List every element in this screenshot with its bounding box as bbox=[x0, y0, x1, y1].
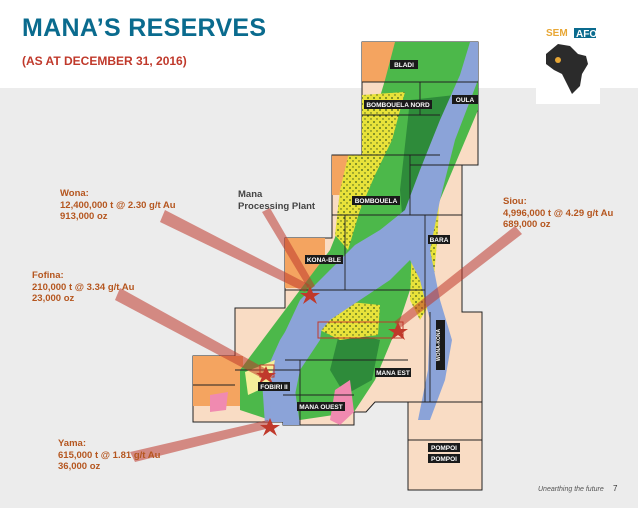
callout-wona-tonnage: 12,400,000 t @ 2.30 g/t Au bbox=[60, 199, 176, 211]
africa-map-icon bbox=[546, 44, 588, 94]
yama-deposit-marker bbox=[260, 418, 280, 436]
callout-siou-name: Siou: bbox=[503, 196, 527, 207]
logo-text-sem: SEM bbox=[546, 28, 568, 39]
callout-wona: Wona: 12,400,000 t @ 2.30 g/t Au 913,000… bbox=[60, 188, 176, 223]
callout-yama: Yama: 615,000 t @ 1.81 g/t Au 36,000 oz bbox=[58, 438, 160, 473]
semafo-logo: SEM AFO bbox=[536, 14, 600, 104]
logo-text-afo: AFO bbox=[576, 29, 597, 40]
permit-label-pompoi-2: POMPOI bbox=[431, 456, 457, 463]
callout-yama-ounces: 36,000 oz bbox=[58, 461, 101, 472]
page-number: 7 bbox=[613, 484, 618, 493]
callout-fofina-tonnage: 210,000 t @ 3.34 g/t Au bbox=[32, 281, 135, 293]
fofina-deposit-marker bbox=[256, 366, 276, 384]
callout-siou-ounces: 689,000 oz bbox=[503, 219, 551, 230]
dark-green-unit-south bbox=[330, 330, 380, 395]
permit-label-bombouela-nord: BOMBOUELA NORD bbox=[366, 102, 430, 109]
siou-arrow bbox=[394, 226, 522, 328]
deposit-markers bbox=[256, 286, 408, 436]
callout-fofina: Fofina: 210,000 t @ 3.34 g/t Au 23,000 o… bbox=[32, 270, 134, 305]
callout-yama-name: Yama: bbox=[58, 438, 86, 449]
volcanic-dotted-unit bbox=[335, 92, 405, 250]
plant-label-line2: Processing Plant bbox=[238, 200, 316, 212]
permit-label-pompoi-1: POMPOI bbox=[431, 445, 457, 452]
siou-deposit-marker bbox=[388, 322, 408, 340]
callout-wona-name: Wona: bbox=[60, 188, 89, 199]
callout-wona-ounces: 913,000 oz bbox=[60, 211, 108, 222]
plant-label: Mana Processing Plant bbox=[238, 189, 315, 212]
plant-label-line1: Mana bbox=[238, 189, 263, 200]
callout-fofina-ounces: 23,000 oz bbox=[32, 293, 75, 304]
permit-label-kona-ble: KONA-BLE bbox=[307, 257, 342, 264]
wona-arrow bbox=[160, 210, 310, 292]
plant-arrow bbox=[262, 208, 315, 290]
permit-label-fobiri: FOBIRI II bbox=[260, 384, 288, 391]
permit-label-mana-est: MANA EST bbox=[376, 370, 410, 377]
callout-siou: Siou: 4,996,000 t @ 4.29 g/t Au 689,000 … bbox=[503, 196, 613, 231]
footer-tagline: Unearthing the future bbox=[538, 486, 604, 493]
permit-label-mana-ouest: MANA OUEST bbox=[299, 404, 342, 411]
page-subtitle: (AS AT DECEMBER 31, 2016) bbox=[22, 54, 187, 68]
pink-intrusive-unit-2 bbox=[210, 392, 228, 412]
permit-label-bombouela: BOMBOUELA bbox=[355, 198, 398, 205]
callout-siou-tonnage: 4,996,000 t @ 4.29 g/t Au bbox=[503, 207, 614, 219]
yama-arrow bbox=[130, 420, 270, 462]
wona-deposit-marker bbox=[300, 286, 320, 304]
permit-label-bladi: BLADI bbox=[394, 62, 414, 69]
page-title: MANA’S RESERVES bbox=[22, 14, 267, 42]
fofina-arrow bbox=[115, 288, 268, 378]
callout-yama-tonnage: 615,000 t @ 1.81 g/t Au bbox=[58, 449, 161, 461]
callout-fofina-name: Fofina: bbox=[32, 270, 64, 281]
permit-label-vertical: WONA-KONA bbox=[436, 329, 442, 362]
permit-label-oula: OULA bbox=[456, 97, 475, 104]
permit-label-bara: BARA bbox=[430, 237, 449, 244]
burkina-faso-marker-icon bbox=[555, 57, 561, 63]
